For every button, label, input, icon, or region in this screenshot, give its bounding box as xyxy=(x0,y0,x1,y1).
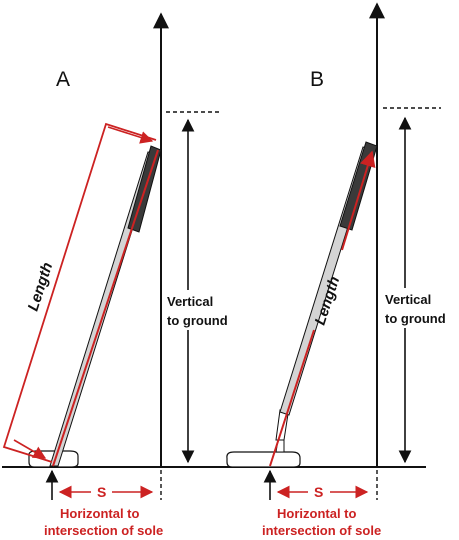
panel-b-horizontal-label-2: intersection of sole xyxy=(262,523,381,538)
panel-a-shaft-axis xyxy=(52,149,159,467)
panel-a-vertical-label-bg xyxy=(162,290,240,330)
panel-a-length-label: Length xyxy=(25,260,57,313)
panel-b-putter-head xyxy=(226,451,301,468)
panel-b-s-label: S xyxy=(314,484,323,500)
panel-b: B Vertical to ground Length S Horizontal xyxy=(226,2,458,538)
panel-b-length-line-upper xyxy=(341,150,376,251)
panel-a-vertical-label-1: Vertical xyxy=(167,294,213,309)
panel-b-horizontal-label-1: Horizontal to xyxy=(277,506,356,521)
panel-b-vertical-label-2: to ground xyxy=(385,311,446,326)
panel-a-length-arrow-bottom xyxy=(13,439,47,459)
panel-a-horizontal-label-2: intersection of sole xyxy=(44,523,163,538)
panel-a-length-arrow-top xyxy=(107,126,154,144)
panel-b-length-line-lower xyxy=(269,329,315,467)
panel-a: A Vertical to ground Length S Horizonta xyxy=(2,12,240,538)
panel-b-vertical-label-bg xyxy=(380,288,458,328)
panel-a-label: A xyxy=(56,68,70,91)
panel-b-label: B xyxy=(310,68,324,91)
panel-a-s-label: S xyxy=(97,484,106,500)
panel-a-length-bracket xyxy=(2,122,157,463)
panel-a-vertical-label-2: to ground xyxy=(167,313,228,328)
panel-a-horizontal-label-1: Horizontal to xyxy=(60,506,139,521)
panel-b-vertical-label-1: Vertical xyxy=(385,292,431,307)
